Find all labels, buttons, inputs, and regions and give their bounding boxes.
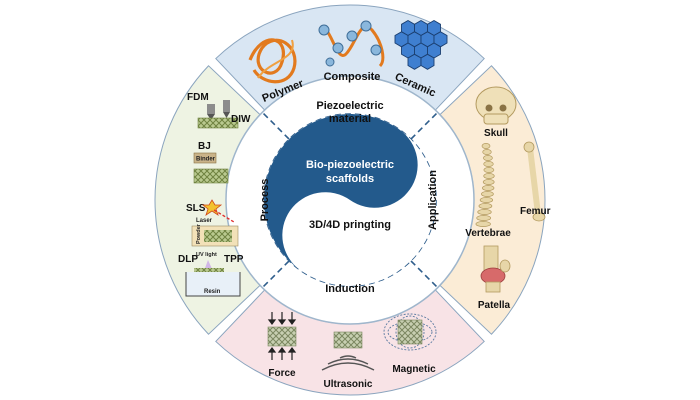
bj-illustration: Binder <box>193 152 229 184</box>
process-resin-label: Resin <box>204 289 221 295</box>
skull-illustration <box>475 86 517 125</box>
application-femur-label: Femur <box>520 206 551 217</box>
process-tpp-label: TPP <box>224 254 244 265</box>
sls-illustration: Laser Powder <box>191 199 239 247</box>
patella-illustration <box>480 245 511 293</box>
induction-magnetic-label: Magnetic <box>392 364 436 375</box>
application-vertebrae-label: Vertebrae <box>465 228 511 239</box>
vertebrae-illustration <box>475 143 495 227</box>
process-dlp-label: DLP <box>178 254 198 265</box>
composite-illustration <box>318 20 385 68</box>
application-patella-label: Patella <box>478 300 511 311</box>
process-laser-label: Laser <box>196 218 213 224</box>
ring-top-line1: Piezoelectric <box>316 100 383 112</box>
application-skull-label: Skull <box>484 128 508 139</box>
process-sls-label: SLS <box>186 203 206 214</box>
induction-force-label: Force <box>268 368 296 379</box>
magnetic-illustration <box>383 313 437 351</box>
yin-yang-center <box>264 114 436 286</box>
material-composite-label: Composite <box>324 71 381 83</box>
femur-illustration <box>523 141 546 222</box>
ring-bottom-label: Induction <box>325 283 375 295</box>
process-fdm-label: FDM <box>187 92 209 103</box>
fdm-diw-illustration <box>197 100 239 129</box>
center-bottom-label: 3D/4D pringting <box>309 219 391 231</box>
ring-right-label: Application <box>427 170 439 230</box>
process-bj-label: BJ <box>198 141 211 152</box>
polymer-illustration <box>248 38 297 84</box>
center-title-line1: Bio-piezoelectric <box>306 159 394 171</box>
center-title-line2: scaffolds <box>326 173 374 185</box>
ultrasonic-illustration <box>321 331 375 371</box>
induction-ultrasonic-label: Ultrasonic <box>324 379 373 390</box>
process-powder-label: Powder <box>196 223 202 244</box>
process-diw-label: DIW <box>231 114 251 125</box>
force-illustration <box>267 312 297 360</box>
process-binder-label: Binder <box>196 157 216 163</box>
ceramic-illustration <box>394 19 448 70</box>
process-uv-light-label: UV light <box>196 252 217 258</box>
ring-left-label: Process <box>259 179 271 222</box>
ring-top-line2: material <box>329 113 371 125</box>
dlp-tpp-illustration: UV light Resin <box>185 252 241 297</box>
